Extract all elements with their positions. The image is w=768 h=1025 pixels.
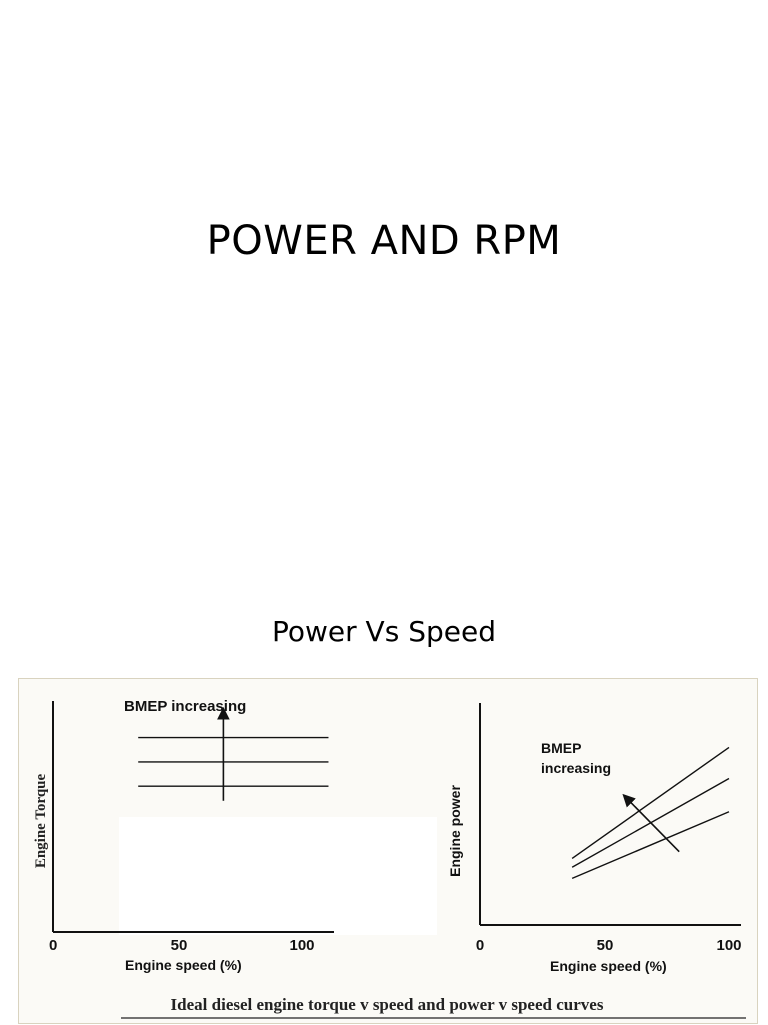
torque-tick-50: 50: [171, 937, 188, 954]
power-series-line-1: [571, 811, 730, 880]
power-chart: BMEP increasing Engine power 0 50 100 En…: [447, 703, 742, 974]
power-annotation-line2: increasing: [541, 760, 611, 776]
slide-title: POWER AND RPM: [206, 218, 562, 264]
power-tick-0: 0: [476, 937, 484, 954]
power-y-label: Engine power: [447, 785, 463, 877]
power-bmep-arrow: [622, 793, 680, 853]
power-x-label: Engine speed (%): [550, 958, 667, 974]
torque-annotation: BMEP increasing: [124, 698, 246, 715]
torque-tick-100: 100: [289, 937, 314, 954]
torque-tick-0: 0: [49, 937, 57, 954]
power-tick-100: 100: [716, 937, 741, 954]
torque-y-label: Engine Torque: [33, 773, 49, 868]
figure-svg: BMEP increasing Engine Torque 0 50 100 E…: [33, 698, 746, 1019]
power-series-line-3: [571, 746, 730, 859]
figure-frame: BMEP increasing Engine Torque 0 50 100 E…: [18, 678, 758, 1024]
torque-series-group: [138, 736, 329, 787]
scan-patch: [119, 817, 437, 935]
slide-subtitle: Power Vs Speed: [272, 615, 496, 648]
figure-caption: Ideal diesel engine torque v speed and p…: [171, 995, 604, 1014]
power-tick-50: 50: [597, 937, 614, 954]
torque-chart: BMEP increasing Engine Torque 0 50 100 E…: [33, 698, 334, 973]
power-annotation-line1: BMEP: [541, 740, 581, 756]
torque-x-label: Engine speed (%): [125, 957, 242, 973]
